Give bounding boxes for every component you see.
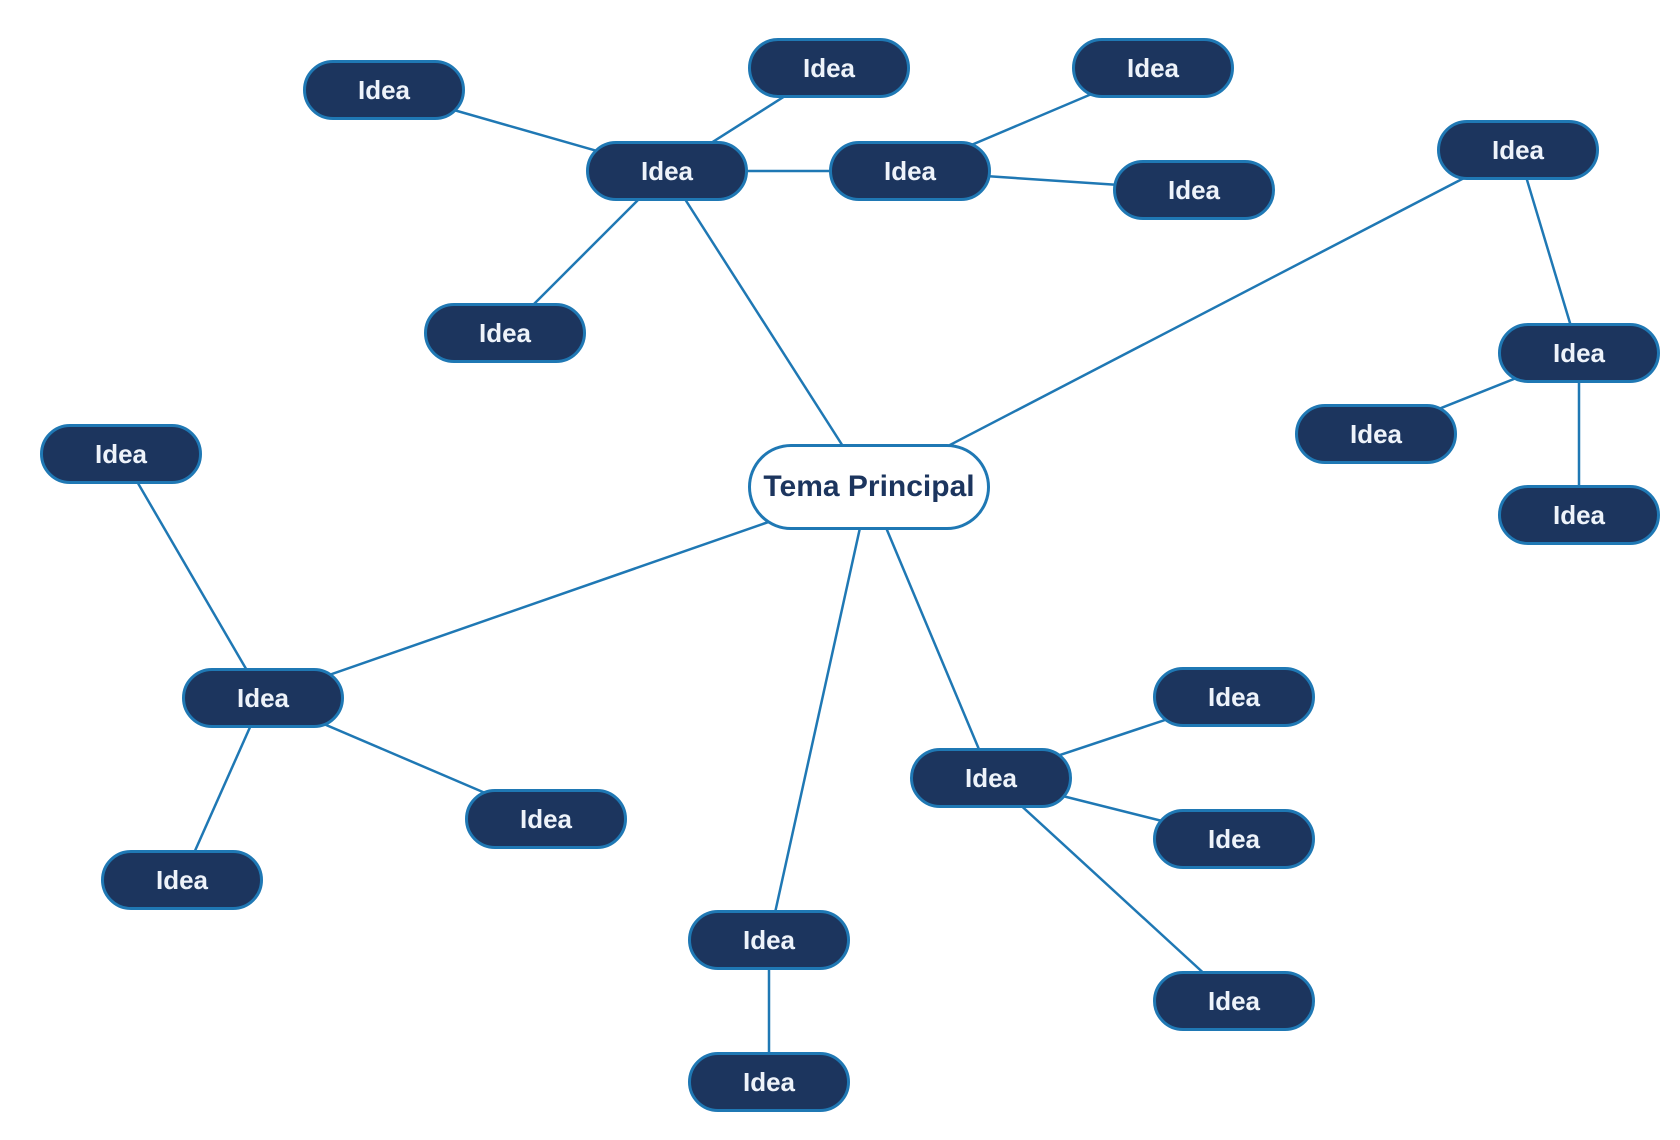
- idea-node[interactable]: Idea: [1437, 120, 1599, 180]
- idea-node[interactable]: Idea: [303, 60, 465, 120]
- idea-node[interactable]: Idea: [182, 668, 344, 728]
- idea-node[interactable]: Idea: [1153, 971, 1315, 1031]
- idea-node[interactable]: Idea: [1498, 323, 1660, 383]
- connector-line: [665, 170, 871, 488]
- idea-node[interactable]: Idea: [1072, 38, 1234, 98]
- connector-line: [867, 486, 993, 779]
- connector-line: [180, 697, 265, 881]
- idea-node[interactable]: Idea: [688, 1052, 850, 1112]
- idea-node[interactable]: Idea: [586, 141, 748, 201]
- idea-node[interactable]: Idea: [1113, 160, 1275, 220]
- idea-node[interactable]: Idea: [1153, 667, 1315, 727]
- idea-node[interactable]: Idea: [748, 38, 910, 98]
- connector-line: [868, 148, 1519, 489]
- idea-node[interactable]: Idea: [688, 910, 850, 970]
- idea-node[interactable]: Idea: [1153, 809, 1315, 869]
- connector-line: [767, 486, 871, 941]
- idea-node[interactable]: Idea: [1295, 404, 1457, 464]
- central-topic-node[interactable]: Tema Principal: [748, 444, 990, 530]
- idea-node[interactable]: Idea: [465, 789, 627, 849]
- connector-line: [119, 453, 265, 699]
- idea-node[interactable]: Idea: [101, 850, 263, 910]
- idea-node[interactable]: Idea: [829, 141, 991, 201]
- connector-line: [1516, 149, 1581, 354]
- idea-node[interactable]: Idea: [424, 303, 586, 363]
- idea-node[interactable]: Idea: [1498, 485, 1660, 545]
- connector-line: [990, 777, 1235, 1002]
- idea-node[interactable]: Idea: [910, 748, 1072, 808]
- idea-node[interactable]: Idea: [40, 424, 202, 484]
